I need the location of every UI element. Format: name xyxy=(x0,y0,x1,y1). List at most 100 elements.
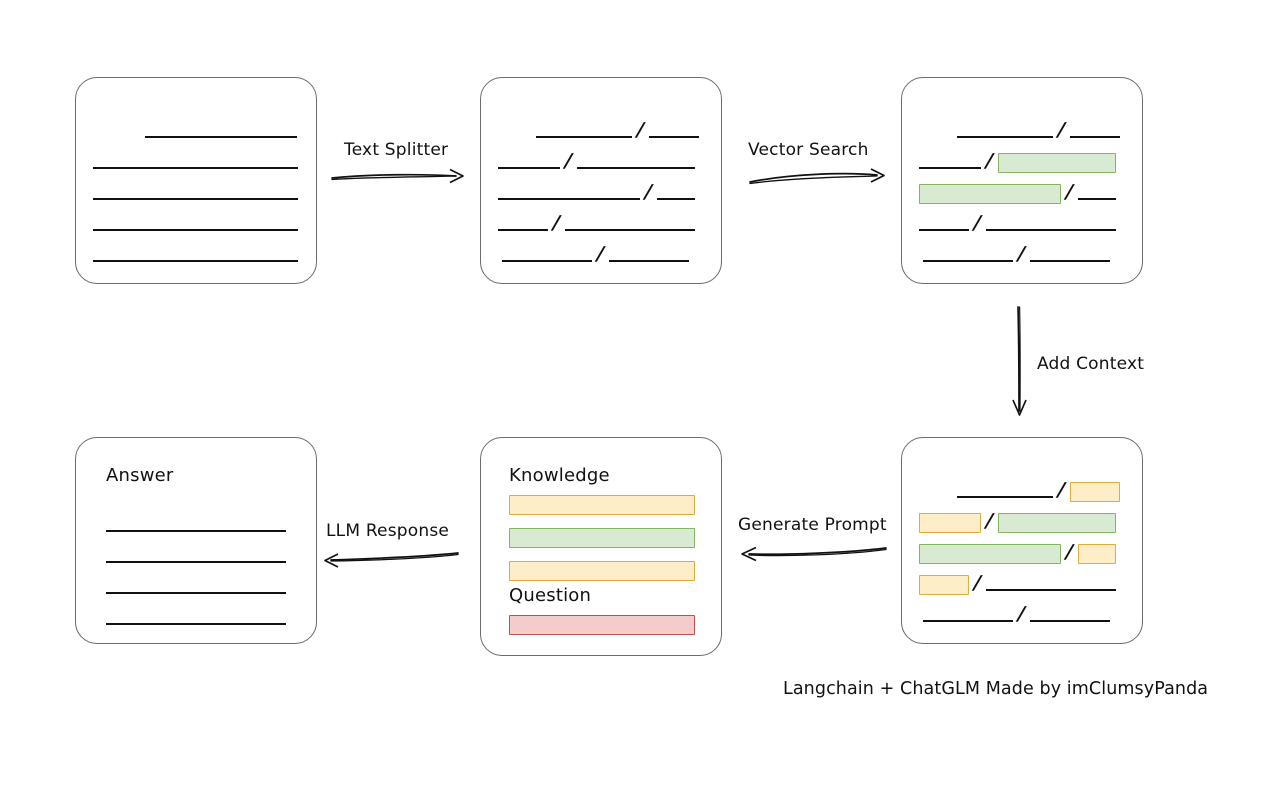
prompt-bar-green[interactable] xyxy=(509,528,695,548)
chunk-separator: / xyxy=(985,150,994,172)
question-heading: Question xyxy=(509,585,592,606)
text-row: / xyxy=(498,174,704,205)
prompt-card[interactable]: Knowledge Question xyxy=(480,437,722,656)
text-line-segment xyxy=(923,619,1013,622)
text-line-segment xyxy=(957,495,1053,498)
arrow-left-icon xyxy=(324,552,459,568)
text-line-segment xyxy=(919,166,981,169)
highlight-chip-green[interactable] xyxy=(997,513,1116,533)
text-row xyxy=(106,506,286,537)
text-row: / xyxy=(919,174,1125,205)
text-line-segment xyxy=(564,228,695,231)
text-line-segment xyxy=(536,135,632,138)
edge-generate-prompt-label: Generate Prompt xyxy=(738,515,887,535)
text-row: / xyxy=(919,534,1125,565)
text-row xyxy=(93,174,299,205)
text-row: / xyxy=(498,236,704,267)
context-chunks-card[interactable]: ///// xyxy=(901,437,1143,644)
text-line-segment xyxy=(93,166,298,169)
text-line-segment xyxy=(106,622,286,625)
prompt-bar-yellow[interactable] xyxy=(509,561,695,581)
chunk-separator: / xyxy=(564,150,573,172)
text-line-segment xyxy=(106,529,286,532)
text-row: / xyxy=(498,143,704,174)
highlight-chip-yellow[interactable] xyxy=(919,513,981,533)
prompt-bar-yellow[interactable] xyxy=(509,495,695,515)
text-line-segment xyxy=(1029,619,1110,622)
arrow-left-icon xyxy=(741,546,887,562)
highlight-chip-yellow[interactable] xyxy=(1077,544,1116,564)
edge-llm-response: LLM Response xyxy=(320,521,460,569)
knowledge-heading: Knowledge xyxy=(509,465,610,486)
text-row xyxy=(93,112,299,143)
text-row xyxy=(106,599,286,630)
text-row xyxy=(93,236,299,267)
chunk-separator: / xyxy=(1017,603,1026,625)
text-line-segment xyxy=(93,228,298,231)
edge-llm-response-label: LLM Response xyxy=(326,521,450,541)
answer-rows xyxy=(76,506,316,630)
retrieved-chunks-card[interactable]: / / / / / xyxy=(901,77,1143,284)
text-row: / xyxy=(498,112,704,143)
arrow-right-icon xyxy=(749,168,885,185)
text-row: / xyxy=(919,472,1125,503)
chunk-separator: / xyxy=(1065,181,1074,203)
text-row: / xyxy=(919,236,1125,267)
highlight-chip-yellow[interactable] xyxy=(1069,482,1120,502)
edge-text-splitter: Text Splitter xyxy=(330,140,465,188)
retrieved-chunks-rows: / / / / / xyxy=(902,112,1142,267)
text-line-segment xyxy=(957,135,1053,138)
text-line-segment xyxy=(93,197,298,200)
edge-generate-prompt: Generate Prompt xyxy=(738,515,888,563)
edge-add-context: Add Context xyxy=(1005,305,1175,425)
prompt-bar-red[interactable] xyxy=(509,615,695,635)
text-row xyxy=(106,537,286,568)
text-row: / xyxy=(919,205,1125,236)
arrow-down-icon xyxy=(1012,306,1027,416)
answer-card[interactable]: Answer xyxy=(75,437,317,644)
chunk-separator: / xyxy=(1057,479,1066,501)
text-row xyxy=(93,205,299,236)
chunk-separator: / xyxy=(1065,541,1074,563)
text-line-segment xyxy=(576,166,695,169)
edge-text-splitter-label: Text Splitter xyxy=(344,140,449,160)
edge-add-context-label: Add Context xyxy=(1037,354,1145,374)
text-line-segment xyxy=(106,560,286,563)
text-row: / xyxy=(919,596,1125,627)
text-line-segment xyxy=(1069,135,1120,138)
highlight-chip-yellow[interactable] xyxy=(919,575,969,595)
chunk-separator: / xyxy=(973,212,982,234)
chunk-separator: / xyxy=(985,510,994,532)
chunk-separator: / xyxy=(596,243,605,265)
text-line-segment xyxy=(498,166,560,169)
edge-vector-search-label: Vector Search xyxy=(748,140,869,160)
text-row: / xyxy=(919,565,1125,596)
text-line-segment xyxy=(985,588,1116,591)
source-document-rows xyxy=(76,112,316,267)
text-row: / xyxy=(919,503,1125,534)
edge-vector-search: Vector Search xyxy=(748,140,886,188)
text-line-segment xyxy=(923,259,1013,262)
chunk-separator: / xyxy=(552,212,561,234)
split-chunks-card[interactable]: ///// xyxy=(480,77,722,284)
context-chunks-rows: ///// xyxy=(902,472,1142,627)
highlight-chip-green[interactable] xyxy=(997,153,1116,173)
chunk-separator: / xyxy=(636,119,645,141)
highlight-chip-green[interactable] xyxy=(919,184,1061,204)
text-line-segment xyxy=(919,228,969,231)
source-document-card[interactable] xyxy=(75,77,317,284)
chunk-separator: / xyxy=(1017,243,1026,265)
highlight-chip-green[interactable] xyxy=(919,544,1061,564)
text-line-segment xyxy=(498,228,548,231)
text-line-segment xyxy=(1077,197,1116,200)
text-line-segment xyxy=(1029,259,1110,262)
answer-heading: Answer xyxy=(106,465,174,486)
chunk-separator: / xyxy=(1057,119,1066,141)
text-line-segment xyxy=(106,591,286,594)
credit-text: Langchain + ChatGLM Made by imClumsyPand… xyxy=(783,679,1209,699)
arrow-right-icon xyxy=(331,168,464,184)
text-row: / xyxy=(919,112,1125,143)
text-line-segment xyxy=(498,197,640,200)
text-line-segment xyxy=(93,259,298,262)
